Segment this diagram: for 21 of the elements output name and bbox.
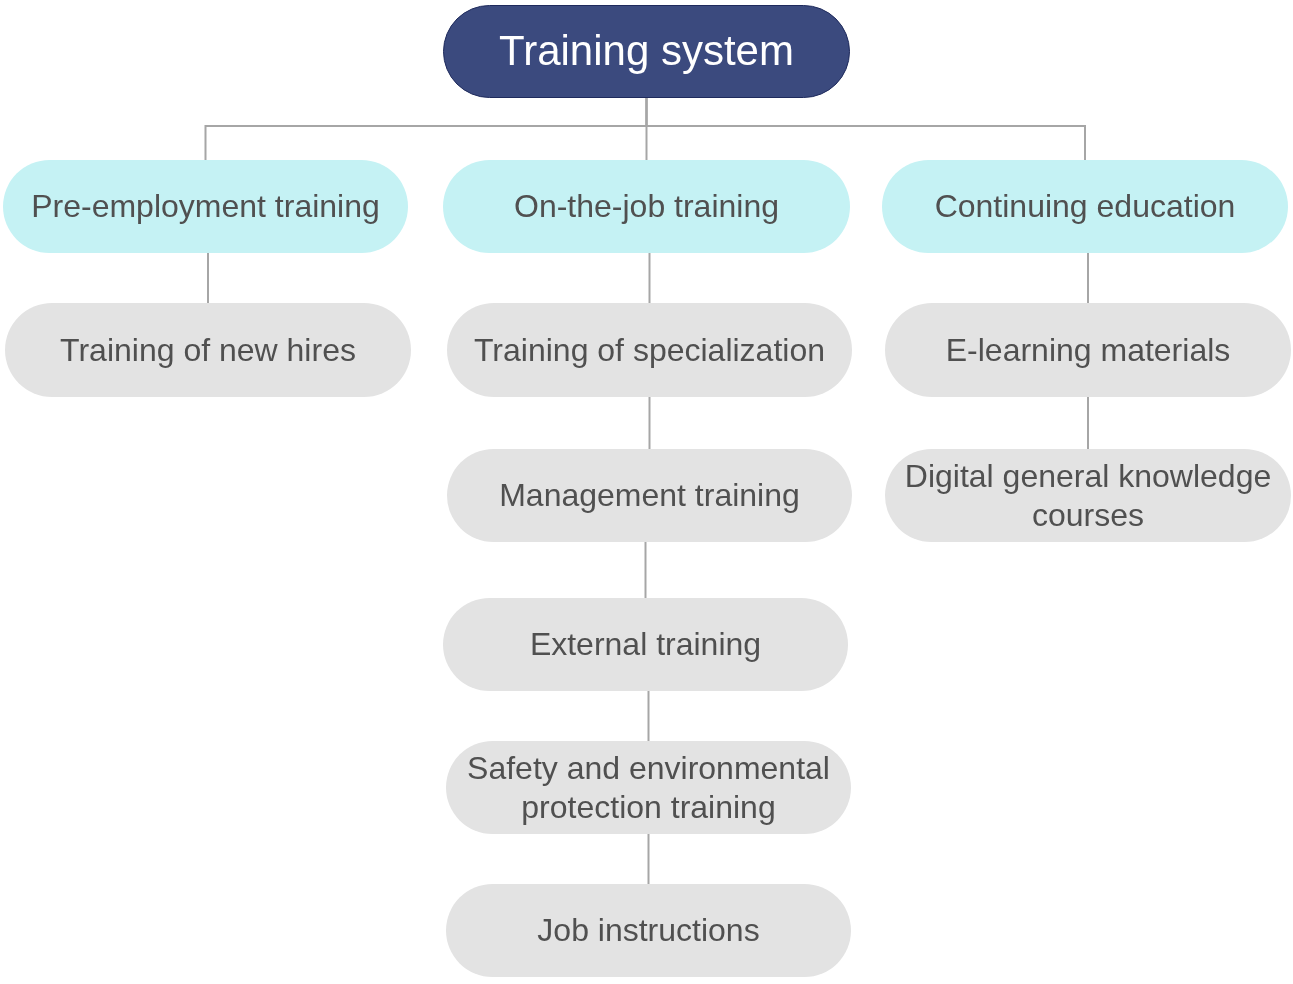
connector-line xyxy=(647,833,650,885)
node-label: Job instructions xyxy=(537,911,760,950)
connector-line xyxy=(645,97,1086,161)
connector-line xyxy=(1087,396,1089,450)
node-label: On-the-job training xyxy=(514,187,779,226)
connector-line xyxy=(647,690,650,742)
connector-line xyxy=(207,252,209,304)
node-label: Pre-employment training xyxy=(31,187,380,226)
connector-line xyxy=(644,541,647,599)
node-label: Training of new hires xyxy=(60,330,356,370)
node-label: Digital general knowledge courses xyxy=(903,457,1273,534)
connector-line xyxy=(648,252,651,304)
connector-line xyxy=(648,396,651,450)
node-label: Continuing education xyxy=(934,187,1236,226)
node-label: Training of specialization xyxy=(474,330,825,370)
node-label: Training system xyxy=(499,26,794,77)
node-label: Management training xyxy=(499,476,800,515)
node-label: E-learning materials xyxy=(945,330,1231,370)
connector-line xyxy=(1087,252,1089,304)
node-label: Safety and environmental protection training xyxy=(466,749,831,826)
node-label: External training xyxy=(529,625,762,664)
